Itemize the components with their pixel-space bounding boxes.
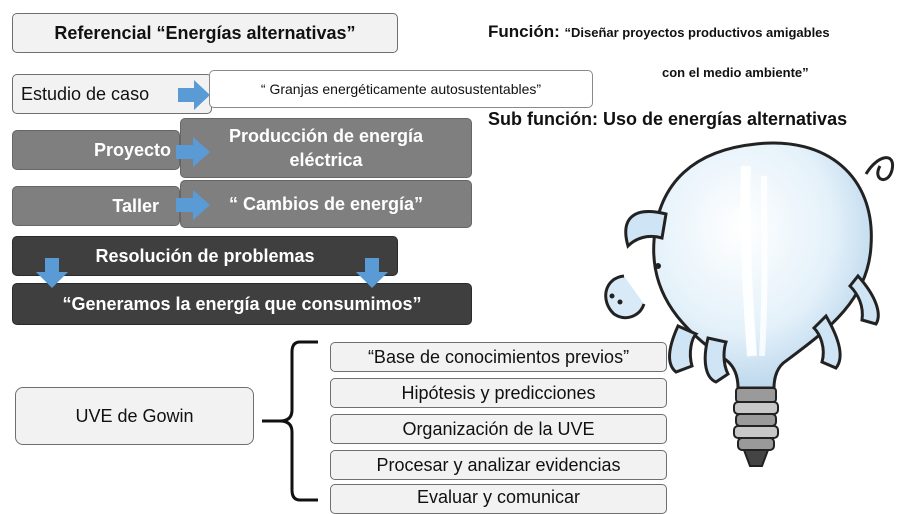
proyecto-value-line2: eléctrica xyxy=(289,150,363,170)
resolucion-box: Resolución de problemas xyxy=(12,236,398,276)
referencial-box: Referencial “Energías alternativas” xyxy=(12,13,398,53)
funcion-prefix: Función: xyxy=(488,22,560,41)
estudio-value-box: “ Granjas energéticamente autosustentabl… xyxy=(209,70,593,108)
uve-item-text: Evaluar y comunicar xyxy=(416,487,581,507)
resolucion-label: Resolución de problemas xyxy=(95,245,315,266)
right-arrow-icon xyxy=(176,190,210,220)
down-arrow-icon xyxy=(356,258,388,288)
proyecto-value-box: Producción de energía eléctrica xyxy=(180,118,472,178)
estudio-label: Estudio de caso xyxy=(21,83,150,104)
uve-item-box: Evaluar y comunicar xyxy=(330,484,667,514)
uve-item-box: Organización de la UVE xyxy=(330,414,667,444)
uve-item-text: Organización de la UVE xyxy=(402,418,595,439)
taller-label: Taller xyxy=(112,195,159,216)
funcion-line1: Función: “Diseñar proyectos productivos … xyxy=(488,22,830,42)
funcion-line2: con el medio ambiente” xyxy=(662,65,809,80)
pig-lightbulb-illustration xyxy=(604,141,895,467)
taller-value-box: “ Cambios de energía” xyxy=(180,180,472,228)
right-arrow-icon xyxy=(178,80,210,110)
subfuncion: Sub función: Uso de energías alternativa… xyxy=(488,109,847,130)
brace-icon xyxy=(262,340,318,502)
uve-label: UVE de Gowin xyxy=(75,405,194,426)
proyecto-label-box: Proyecto xyxy=(12,130,180,170)
estudio-value: “ Granjas energéticamente autosustentabl… xyxy=(260,81,542,97)
right-arrow-icon xyxy=(176,137,210,167)
proyecto-value-line1: Producción de energía xyxy=(228,126,424,146)
uve-item-text: Procesar y analizar evidencias xyxy=(376,454,621,475)
funcion-text1: “Diseñar proyectos productivos amigables xyxy=(564,25,830,40)
uve-item-box: “Base de conocimientos previos” xyxy=(330,342,667,372)
generamos-label: “Generamos la energía que consumimos” xyxy=(62,293,422,314)
taller-value: “ Cambios de energía” xyxy=(228,193,424,214)
proyecto-label: Proyecto xyxy=(93,139,171,160)
uve-item-box: Procesar y analizar evidencias xyxy=(330,450,667,480)
uve-item-box: Hipótesis y predicciones xyxy=(330,378,667,408)
generamos-box: “Generamos la energía que consumimos” xyxy=(12,283,472,325)
funcion-text2: con el medio ambiente” xyxy=(662,65,809,80)
uve-item-text: Hipótesis y predicciones xyxy=(401,382,596,403)
uve-label-box: UVE de Gowin xyxy=(15,387,254,445)
referencial-label: Referencial “Energías alternativas” xyxy=(54,22,356,43)
down-arrow-icon xyxy=(36,258,68,288)
uve-item-text: “Base de conocimientos previos” xyxy=(367,346,630,367)
taller-label-box: Taller xyxy=(12,186,180,226)
subfuncion-text: Sub función: Uso de energías alternativa… xyxy=(488,109,848,129)
